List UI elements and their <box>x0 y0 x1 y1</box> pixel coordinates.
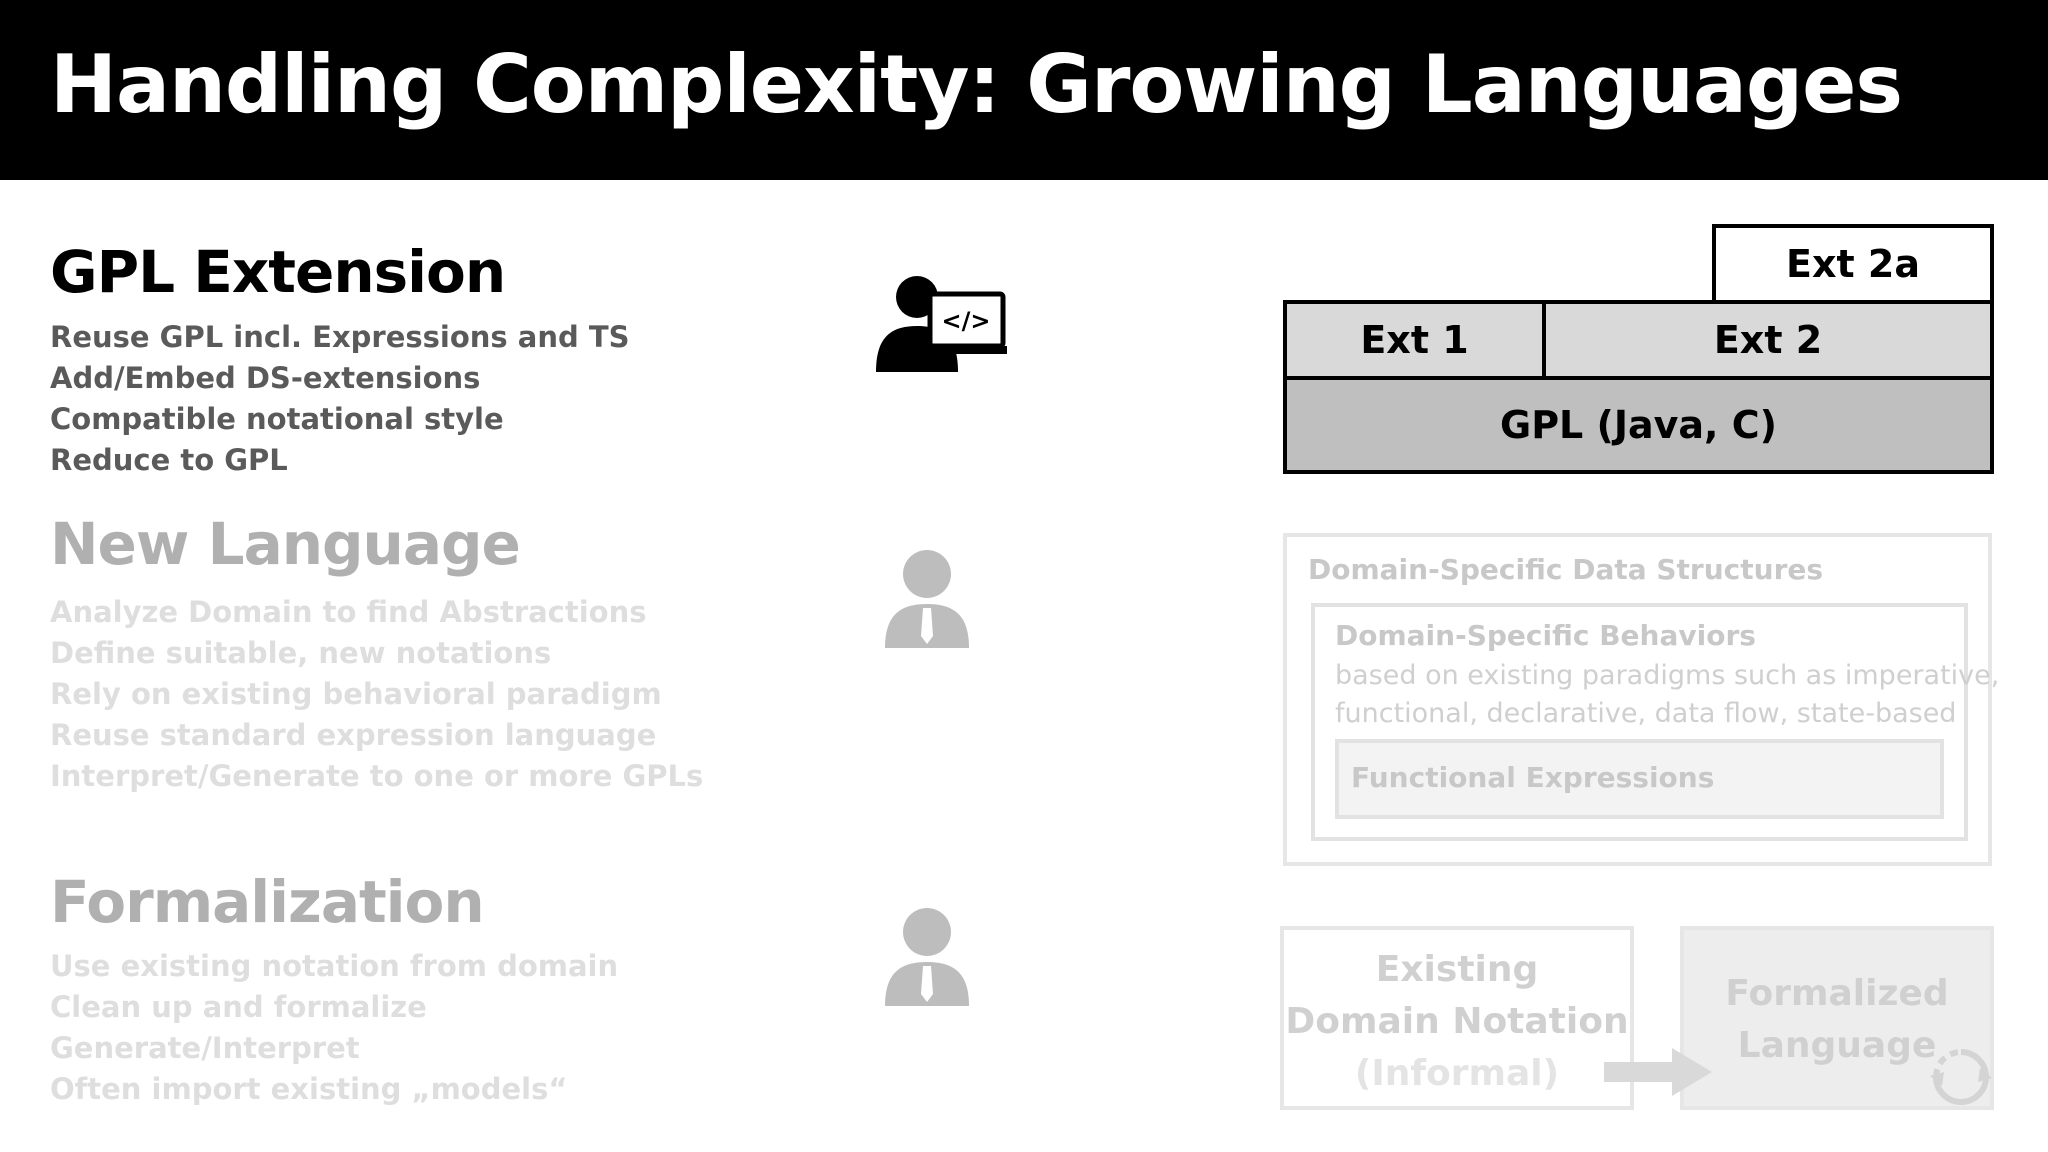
slide-title: Handling Complexity: Growing Languages <box>50 38 1903 131</box>
person-tie-icon <box>885 550 969 648</box>
svg-text:</>: </> <box>942 307 991 335</box>
bullet: Use existing notation from domain <box>50 949 619 983</box>
gpl-extension-title: GPL Extension <box>50 238 506 306</box>
ds-behaviors-description: based on existing paradigms such as impe… <box>1335 660 2000 691</box>
bullet: Define suitable, new notations <box>50 636 552 670</box>
ds-behaviors-description: functional, declarative, data flow, stat… <box>1335 698 1957 729</box>
gpl-extension-bullets: Reuse GPL incl. Expressions and TS Add/E… <box>50 317 630 481</box>
ds-behaviors-box: Domain-Specific Behaviors based on exist… <box>1311 603 1999 841</box>
cycle-arrows-icon <box>1930 1049 1992 1105</box>
gpl-base-box: GPL (Java, C) <box>1283 376 1994 474</box>
ext-2-box: Ext 2 <box>1542 300 1994 380</box>
ds-data-structures-label: Domain-Specific Data Structures <box>1308 553 1824 586</box>
bullet: Reuse standard expression language <box>50 718 657 752</box>
developer-code-icon: </> <box>876 276 1007 372</box>
ds-data-structures-box: Domain-Specific Data Structures Domain-S… <box>1283 533 1999 866</box>
bullet: Interpret/Generate to one or more GPLs <box>50 759 704 793</box>
formalized-language-line: Language <box>1737 1025 1937 1066</box>
title-bar: Handling Complexity: Growing Languages <box>0 0 2048 180</box>
formalized-language-line: Formalized <box>1725 973 1949 1014</box>
new-language-bullets: Analyze Domain to find Abstractions Defi… <box>50 592 703 797</box>
existing-notation-box: Existing Domain Notation (Informal) <box>1280 926 1634 1110</box>
bullet: Reduce to GPL <box>50 443 288 477</box>
ds-behaviors-label: Domain-Specific Behaviors <box>1335 619 1756 652</box>
existing-notation-line: Existing <box>1375 949 1539 990</box>
formalization-bullets: Use existing notation from domain Clean … <box>50 946 618 1110</box>
ext-2a-box: Ext 2a <box>1712 224 1994 304</box>
existing-notation-line: Domain Notation <box>1285 1001 1629 1042</box>
bullet: Rely on existing behavioral paradigm <box>50 677 662 711</box>
person-tie-icon <box>885 908 969 1006</box>
functional-expressions-box: Functional Expressions <box>1335 739 1944 819</box>
bullet: Compatible notational style <box>50 402 504 436</box>
formalization-title: Formalization <box>50 868 485 936</box>
bullet: Often import existing „models“ <box>50 1072 568 1106</box>
existing-notation-line: (Informal) <box>1354 1053 1560 1094</box>
bullet: Analyze Domain to find Abstractions <box>50 595 647 629</box>
bullet: Generate/Interpret <box>50 1031 360 1065</box>
bullet: Add/Embed DS-extensions <box>50 361 481 395</box>
new-language-title: New Language <box>50 510 521 578</box>
arrow-right-icon <box>1604 1048 1712 1096</box>
bullet: Clean up and formalize <box>50 990 427 1024</box>
bullet: Reuse GPL incl. Expressions and TS <box>50 320 630 354</box>
ext-1-box: Ext 1 <box>1283 300 1546 380</box>
functional-expressions-label: Functional Expressions <box>1351 761 1715 794</box>
